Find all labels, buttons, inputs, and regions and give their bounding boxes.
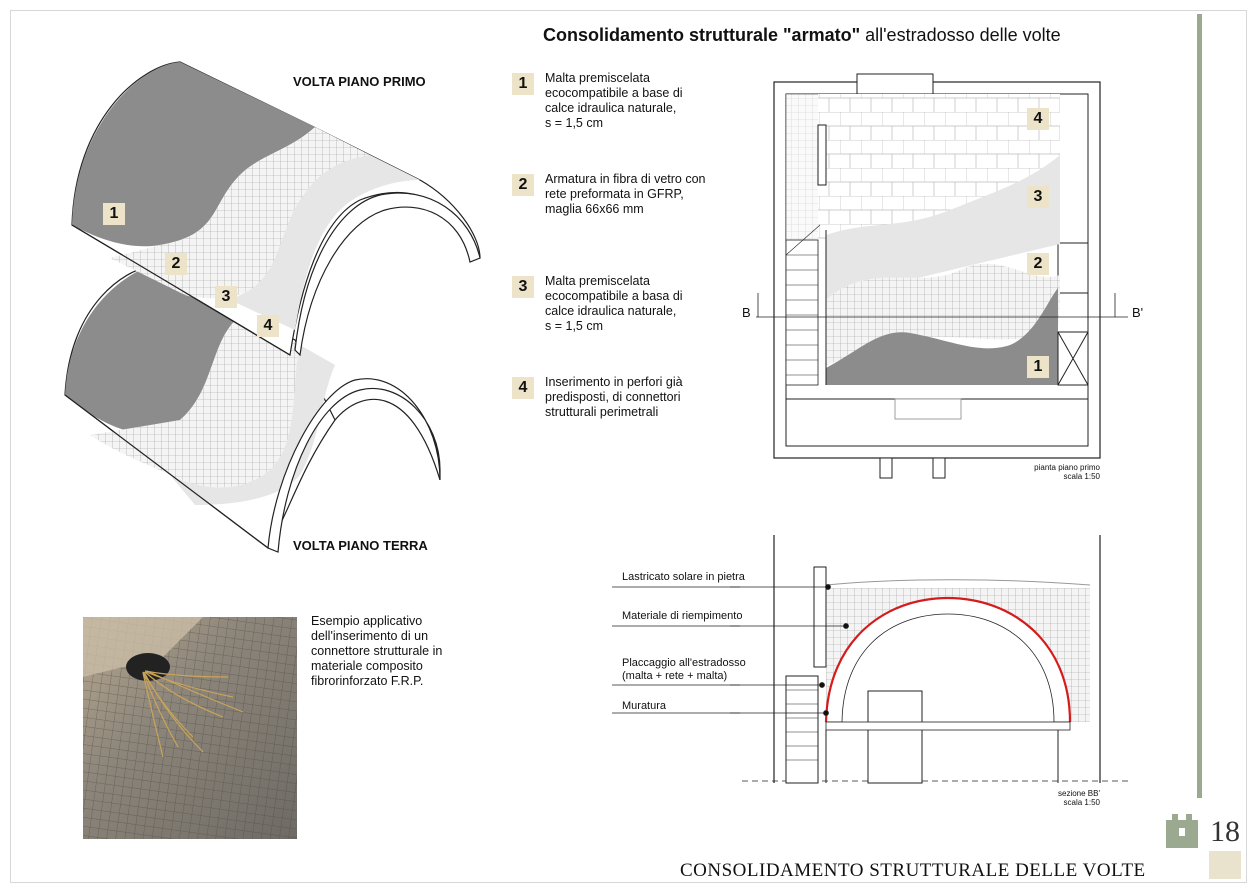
vault-layer-badge-1: 1 — [103, 203, 125, 225]
accent-bar — [1197, 14, 1202, 798]
legend-number-3: 3 — [512, 276, 534, 298]
vault-layer-badge-4: 4 — [257, 315, 279, 337]
vault-isometric-drawing — [64, 61, 481, 553]
section-caption: sezione BB'scala 1:50 — [1058, 789, 1100, 807]
section-label-riempimento: Materiale di riempimento — [622, 610, 743, 622]
legend-text-2: Armatura in fibra di vetro con rete pref… — [545, 172, 706, 216]
legend-text-4: Inserimento in perfori già predisposti, … — [545, 375, 683, 419]
floor-plan-drawing — [756, 73, 1128, 479]
plan-badge-2: 2 — [1027, 253, 1049, 275]
connector-photo — [83, 617, 297, 839]
legend-number-2: 2 — [512, 174, 534, 196]
plan-badge-1: 1 — [1027, 356, 1049, 378]
section-leader-lines — [612, 586, 740, 714]
page-frame — [10, 10, 1247, 883]
upper-vault — [71, 61, 481, 357]
section-label-lastricato: Lastricato solare in pietra — [622, 571, 745, 583]
section-mark-left: B — [742, 305, 751, 320]
plan-badge-4: 4 — [1027, 108, 1049, 130]
legend-text-1: Malta premiscelata ecocompatibile a base… — [545, 71, 683, 130]
section-label-muratura: Muratura — [622, 700, 667, 712]
page-title: Consolidamento strutturale "armato" all'… — [543, 25, 1061, 45]
tower-icon — [1166, 814, 1198, 848]
legend-number-1: 1 — [512, 73, 534, 95]
vault-layer-badge-3: 3 — [215, 286, 237, 308]
section-label-placcaggio: Placcaggio all'estradosso (malta + rete … — [622, 657, 746, 682]
page-number: 18 — [1210, 815, 1240, 848]
legend-number-4: 4 — [512, 377, 534, 399]
photo-caption: Esempio applicativo dell'inserimento di … — [311, 614, 443, 688]
plan-badge-3: 3 — [1027, 186, 1049, 208]
footer-title: CONSOLIDAMENTO STRUTTURALE DELLE VOLTE — [680, 860, 1146, 881]
section-mark-right: B' — [1132, 305, 1144, 320]
section-drawing — [730, 535, 1132, 784]
vault-layer-badge-2: 2 — [165, 253, 187, 275]
legend-text-3: Malta premiscelata ecocompatibile a basa… — [545, 274, 683, 333]
footer-accent-block — [1209, 851, 1241, 879]
vault-label-lower: VOLTA PIANO TERRA — [293, 538, 428, 553]
vault-label-upper: VOLTA PIANO PRIMO — [293, 74, 426, 89]
